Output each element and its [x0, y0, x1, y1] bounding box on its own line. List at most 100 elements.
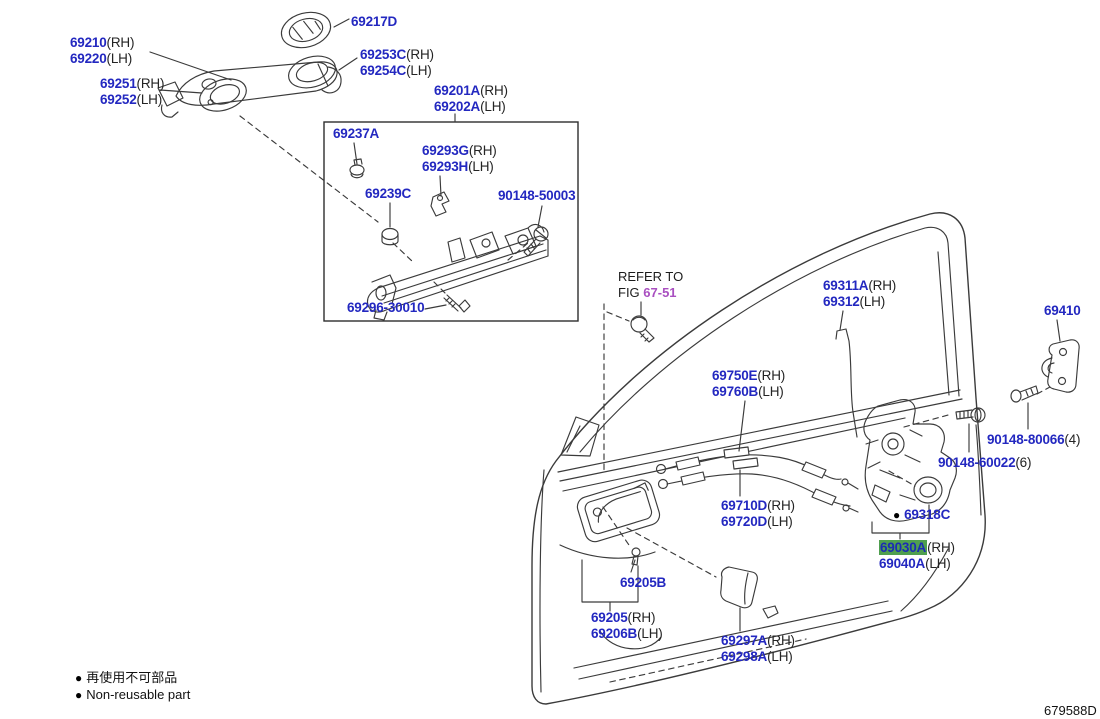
part-suffix: (LH) — [106, 50, 133, 66]
striker-drawing — [1041, 339, 1080, 393]
fig-reference-link[interactable]: 67-51 — [643, 284, 677, 300]
check-cover-drawing — [720, 566, 779, 619]
inside-handle-drawing — [576, 479, 661, 543]
part-number[interactable]: 69206B — [591, 625, 638, 641]
part-number[interactable]: 69201A — [434, 83, 481, 98]
part-suffix: (LH) — [925, 555, 951, 571]
part-number[interactable]: 69220 — [70, 50, 107, 66]
handle-bezel-drawing — [199, 78, 247, 112]
part-label-69750e-69760b: 69750E(RH) 69760B(LH) — [712, 368, 785, 399]
part-label-69410: 69410 — [1044, 303, 1081, 319]
refer-to-fig-word: FIG — [618, 284, 644, 300]
part-number[interactable]: 69237A — [333, 126, 380, 141]
lock-bolt-drawing — [955, 407, 986, 423]
part-number[interactable]: 69296-30010 — [347, 300, 425, 315]
part-label-69239c: 69239C — [365, 186, 411, 202]
part-suffix: (RH) — [480, 83, 508, 98]
legend-text-jp: 再使用不可部品 — [86, 670, 178, 685]
outside-handle-drawing — [157, 61, 342, 118]
part-label-69297a-69298a: 69297A(RH) 69298A(LH) — [721, 633, 795, 664]
part-number[interactable]: 69293H — [422, 158, 469, 174]
part-label-69318c: ●69318C — [893, 507, 950, 524]
refer-to-note: REFER TO FIG 67-51 — [618, 269, 683, 300]
part-suffix: (RH) — [767, 633, 795, 648]
part-suffix: (RH) — [106, 35, 135, 50]
frame-bolt-drawing — [443, 294, 471, 313]
part-label-69237a: 69237A — [333, 126, 379, 142]
part-number[interactable]: 90148-80066 — [987, 432, 1065, 447]
part-suffix: (RH) — [868, 278, 897, 293]
part-quantity: (4) — [1064, 432, 1081, 447]
part-suffix: (RH) — [757, 368, 786, 383]
part-number[interactable]: 69205B — [620, 575, 667, 590]
part-number[interactable]: 69710D — [721, 498, 768, 513]
part-number[interactable]: 69720D — [721, 513, 768, 529]
part-number[interactable]: 69254C — [360, 62, 407, 78]
part-suffix: (RH) — [767, 498, 795, 513]
part-label-69311a-69312: 69311A(RH) 69312(LH) — [823, 278, 896, 309]
part-number[interactable]: 69040A — [879, 555, 926, 571]
part-label-69201a-69202a: 69201A(RH) 69202A(LH) — [434, 83, 508, 114]
part-suffix: (RH) — [136, 76, 165, 91]
part-number[interactable]: 69205 — [591, 610, 628, 625]
part-suffix: (RH) — [627, 610, 656, 625]
non-reusable-bullet-icon: ● — [75, 687, 83, 702]
part-number[interactable]: 69217D — [351, 14, 398, 29]
leader-lines — [149, 18, 1061, 632]
handle-cover-drawing — [280, 11, 332, 49]
frame-screw-drawing — [523, 226, 549, 257]
part-label-69296-30010: 69296-30010 — [347, 300, 425, 316]
part-number[interactable]: 69297A — [721, 633, 768, 648]
part-label-69205-69206b: 69205(RH) 69206B(LH) — [591, 610, 663, 641]
part-label-90148-50003: 90148-50003 — [498, 188, 576, 204]
snap-clip-drawing — [349, 158, 365, 179]
non-reusable-bullet-icon: ● — [75, 671, 83, 685]
part-number[interactable]: 69750E — [712, 368, 758, 383]
part-number[interactable]: 69760B — [712, 383, 759, 399]
part-label-69710d-69720d: 69710D(RH) 69720D(LH) — [721, 498, 795, 529]
part-number[interactable]: 69252 — [100, 91, 137, 107]
inside-handle-screw-drawing — [631, 547, 641, 566]
part-suffix: (LH) — [136, 91, 163, 107]
part-number[interactable]: 69318C — [904, 507, 951, 522]
part-number[interactable]: 69210 — [70, 35, 107, 50]
part-suffix: (LH) — [468, 158, 494, 174]
nut-drawing — [381, 227, 399, 246]
part-suffix: (LH) — [480, 98, 506, 114]
part-suffix: (LH) — [637, 625, 663, 641]
part-number-highlighted[interactable]: 69030A — [879, 540, 928, 555]
part-label-69030a-69040a: 69030A(RH) 69040A(LH) — [879, 540, 955, 571]
lever-drawing — [430, 191, 450, 217]
part-number[interactable]: 69410 — [1044, 303, 1081, 318]
part-quantity: (6) — [1015, 455, 1032, 470]
refer-screw-drawing — [630, 315, 655, 343]
lock-cables-drawing — [655, 446, 859, 513]
part-label-69253c-69254c: 69253C(RH) 69254C(LH) — [360, 47, 434, 78]
part-suffix: (LH) — [767, 513, 793, 529]
part-number[interactable]: 90148-60022 — [938, 455, 1016, 470]
part-number[interactable]: 69251 — [100, 76, 137, 91]
frame-subassy-drawing — [366, 223, 549, 321]
non-reusable-part-icon: ● — [893, 508, 901, 522]
part-number[interactable]: 69298A — [721, 648, 768, 664]
part-suffix: (LH) — [406, 62, 432, 78]
part-suffix: (LH) — [767, 648, 793, 664]
part-label-69205b: 69205B — [620, 575, 666, 591]
part-number[interactable]: 69312 — [823, 293, 860, 309]
part-number[interactable]: 69311A — [823, 278, 869, 293]
part-number[interactable]: 90148-50003 — [498, 188, 576, 203]
part-number[interactable]: 69293G — [422, 143, 469, 158]
grommet-drawing — [913, 476, 943, 504]
part-label-69210-69220: 69210(RH) 69220(LH) — [70, 35, 134, 66]
handle-pad-drawing — [287, 55, 337, 89]
legend-text-en: Non-reusable part — [86, 686, 191, 702]
part-label-90148-80066: 90148-80066(4) — [987, 432, 1080, 448]
part-number[interactable]: 69202A — [434, 98, 481, 114]
part-number[interactable]: 69253C — [360, 47, 407, 62]
legend: ●再使用不可部品 ●Non-reusable part — [75, 670, 190, 703]
part-suffix: (RH) — [406, 47, 434, 62]
frame-box — [323, 121, 579, 322]
part-number[interactable]: 69239C — [365, 186, 412, 201]
